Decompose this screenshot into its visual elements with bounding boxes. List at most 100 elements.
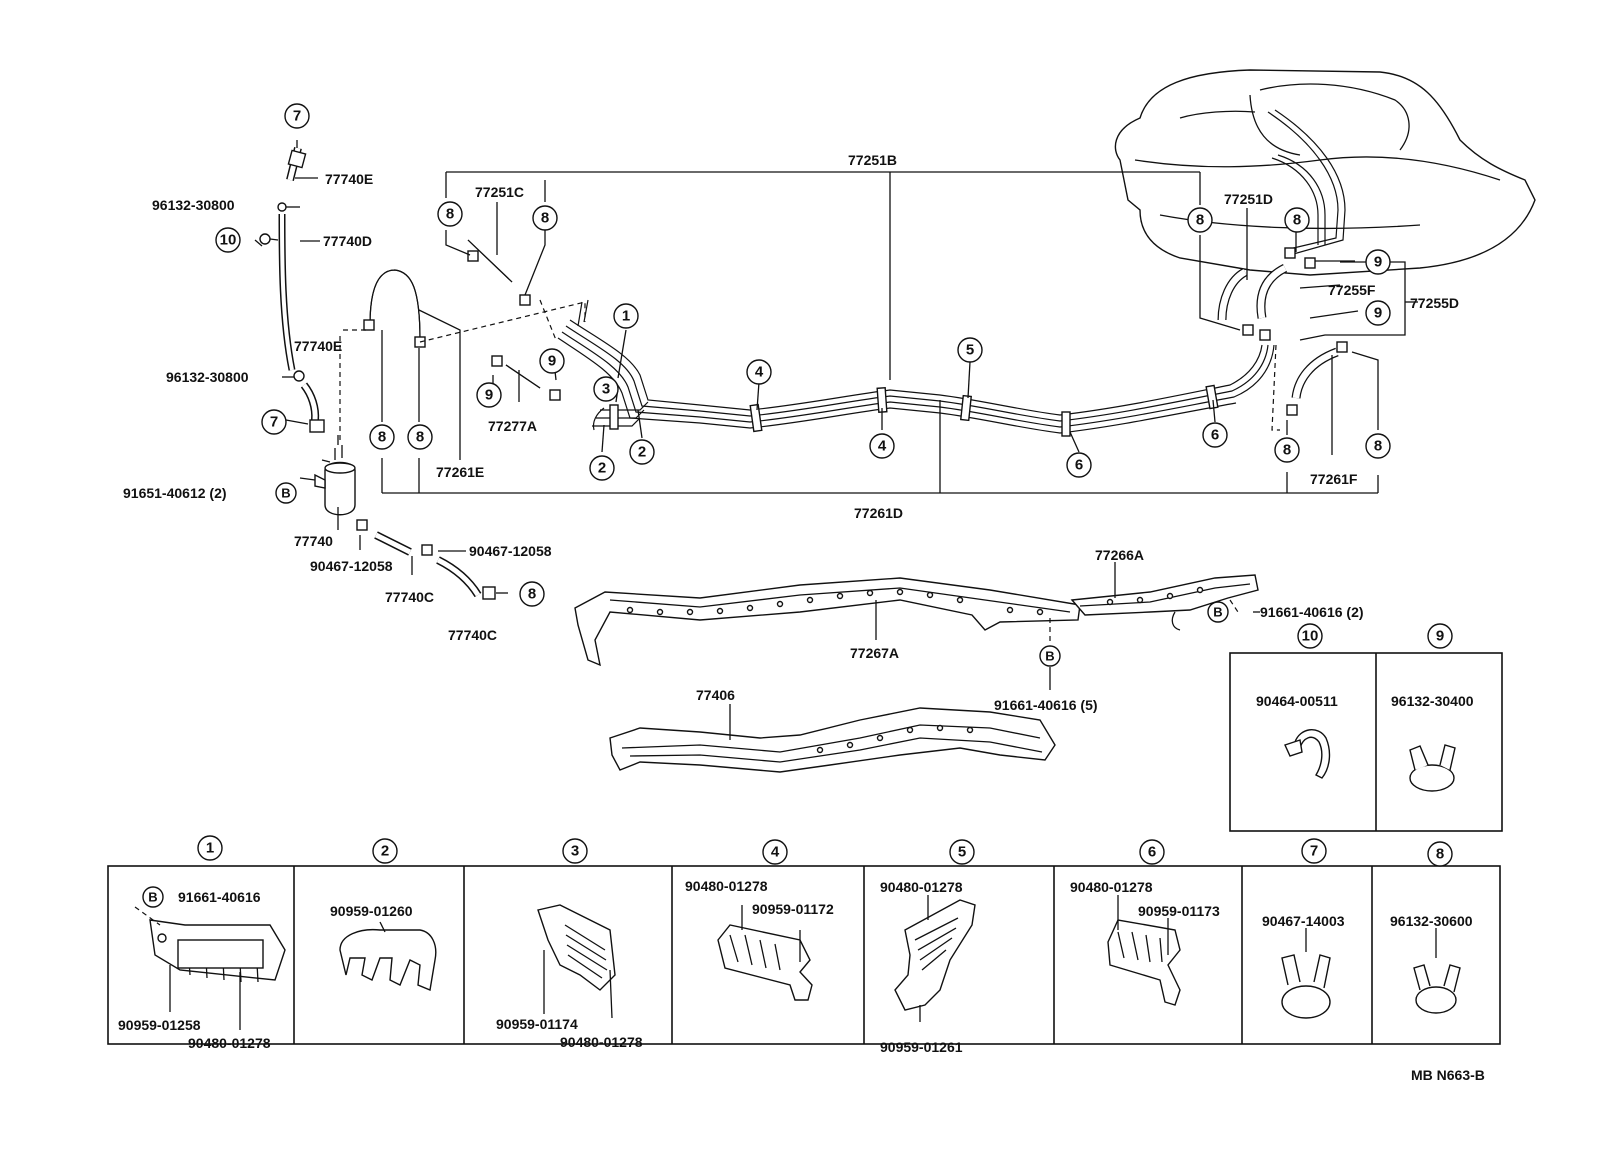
callout-8-a: 8 (437, 201, 463, 227)
svg-text:6: 6 (1211, 427, 1219, 444)
label-90959-01172: 90959-01172 (752, 901, 834, 917)
label-90959-01173: 90959-01173 (1138, 903, 1220, 919)
svg-text:8: 8 (378, 429, 386, 446)
svg-text:8: 8 (1283, 442, 1291, 459)
detail-header-5: 5 (949, 839, 975, 865)
label-90467-12058-b: 90467-12058 (469, 543, 552, 559)
callout-9-c: 9 (1365, 249, 1391, 275)
callout-4-a: 4 (746, 359, 772, 385)
callout-7-mid: 7 (261, 409, 287, 435)
detail-box-art (134, 729, 1461, 1030)
callout-6-b: 6 (1202, 422, 1228, 448)
svg-text:8: 8 (1293, 212, 1301, 229)
label-77261E: 77261E (436, 464, 484, 480)
callout-b-center: B (1039, 645, 1061, 667)
label-77266A: 77266A (1095, 547, 1144, 563)
label-77261D: 77261D (854, 505, 903, 521)
svg-text:7: 7 (293, 108, 301, 125)
main-pipe-bundle (557, 299, 1275, 437)
label-91661-40616-d1: 91661-40616 (178, 889, 261, 905)
svg-text:7: 7 (270, 414, 278, 431)
svg-text:4: 4 (755, 364, 764, 381)
svg-text:9: 9 (1436, 628, 1444, 645)
front-hoses (363, 239, 561, 401)
callout-2-a: 2 (629, 439, 655, 465)
svg-text:8: 8 (446, 206, 454, 223)
svg-text:8: 8 (1436, 846, 1444, 863)
callout-2-b: 2 (589, 455, 615, 481)
detail-header-9: 9 (1427, 623, 1453, 649)
callout-8-d: 8 (407, 424, 433, 450)
label-77740D: 77740D (323, 233, 372, 249)
svg-text:8: 8 (416, 429, 424, 446)
svg-text:3: 3 (571, 843, 579, 860)
part-labels: 77251B 77251C 77251D 77255F 77255D 77261… (118, 152, 1485, 1083)
label-77255D: 77255D (1410, 295, 1459, 311)
svg-text:7: 7 (1310, 843, 1318, 860)
label-90959-01261: 90959-01261 (880, 1039, 963, 1055)
callout-b-canister: B (275, 482, 297, 504)
label-77740E-mid: 77740E (294, 338, 342, 354)
svg-text:2: 2 (381, 843, 389, 860)
svg-text:4: 4 (771, 844, 780, 861)
label-77255F: 77255F (1328, 282, 1376, 298)
label-90480-01278-d4: 90480-01278 (685, 878, 768, 894)
label-96132-30800-a: 96132-30800 (152, 197, 235, 213)
svg-text:9: 9 (548, 353, 556, 370)
label-96132-30800-b: 96132-30800 (166, 369, 249, 385)
callout-9-d: 9 (1365, 300, 1391, 326)
callout-8-f: 8 (1284, 207, 1310, 233)
svg-text:B: B (281, 486, 290, 501)
label-96132-30600: 96132-30600 (1390, 913, 1473, 929)
label-90480-01278-d3: 90480-01278 (560, 1034, 643, 1050)
detail-header-4: 4 (762, 839, 788, 865)
label-90959-01174: 90959-01174 (496, 1016, 578, 1032)
label-90480-01278-d6: 90480-01278 (1070, 879, 1153, 895)
svg-text:B: B (148, 890, 157, 905)
label-91661-40616-2: 91661-40616 (2) (1260, 604, 1364, 620)
callout-b-detail-1: B (142, 886, 164, 908)
callout-b-right: B (1207, 601, 1229, 623)
callout-9-a: 9 (539, 348, 565, 374)
tank-pipes (1267, 109, 1346, 256)
callout-8-h: 8 (1365, 433, 1391, 459)
callout-8-g: 8 (1274, 437, 1300, 463)
label-90959-01258: 90959-01258 (118, 1017, 201, 1033)
svg-text:1: 1 (206, 840, 214, 857)
label-90464-00511: 90464-00511 (1256, 693, 1338, 709)
callout-4-b: 4 (869, 433, 895, 459)
svg-text:6: 6 (1075, 457, 1083, 474)
detail-header-8: 8 (1427, 841, 1453, 867)
label-91651-40612: 91651-40612 (2) (123, 485, 227, 501)
callout-8-e: 8 (1187, 207, 1213, 233)
label-77277A: 77277A (488, 418, 537, 434)
label-90480-01278-d5: 90480-01278 (880, 879, 963, 895)
detail-box-frames (107, 652, 1503, 1045)
svg-text:B: B (1045, 649, 1054, 664)
leader-lines (381, 171, 1418, 494)
callout-10-left: 10 (215, 227, 241, 253)
svg-text:8: 8 (528, 586, 536, 603)
bracket-holes (626, 586, 1204, 754)
svg-text:4: 4 (878, 438, 887, 455)
label-77251B: 77251B (848, 152, 897, 168)
label-90467-12058-a: 90467-12058 (310, 558, 393, 574)
label-77261F: 77261F (1310, 471, 1358, 487)
label-77251C: 77251C (475, 184, 524, 200)
callout-6-a: 6 (1066, 452, 1092, 478)
label-77740C-b: 77740C (448, 627, 497, 643)
callout-circles: 7 10 7 B 8 8 8 1 9 9 3 2 2 8 8 4 4 5 6 6… (142, 103, 1453, 908)
brackets (574, 562, 1260, 773)
svg-text:5: 5 (966, 342, 974, 359)
svg-text:9: 9 (1374, 254, 1382, 271)
detail-header-10: 10 (1297, 623, 1323, 649)
svg-text:1: 1 (622, 308, 630, 325)
callout-9-b: 9 (476, 382, 502, 408)
rear-hoses (1217, 247, 1348, 416)
callout-5-main: 5 (957, 337, 983, 363)
callout-1-main: 1 (613, 303, 639, 329)
svg-text:6: 6 (1148, 844, 1156, 861)
callout-8-b: 8 (532, 205, 558, 231)
callout-8-lower-left: 8 (519, 581, 545, 607)
label-90480-01278-d1: 90480-01278 (188, 1035, 271, 1051)
